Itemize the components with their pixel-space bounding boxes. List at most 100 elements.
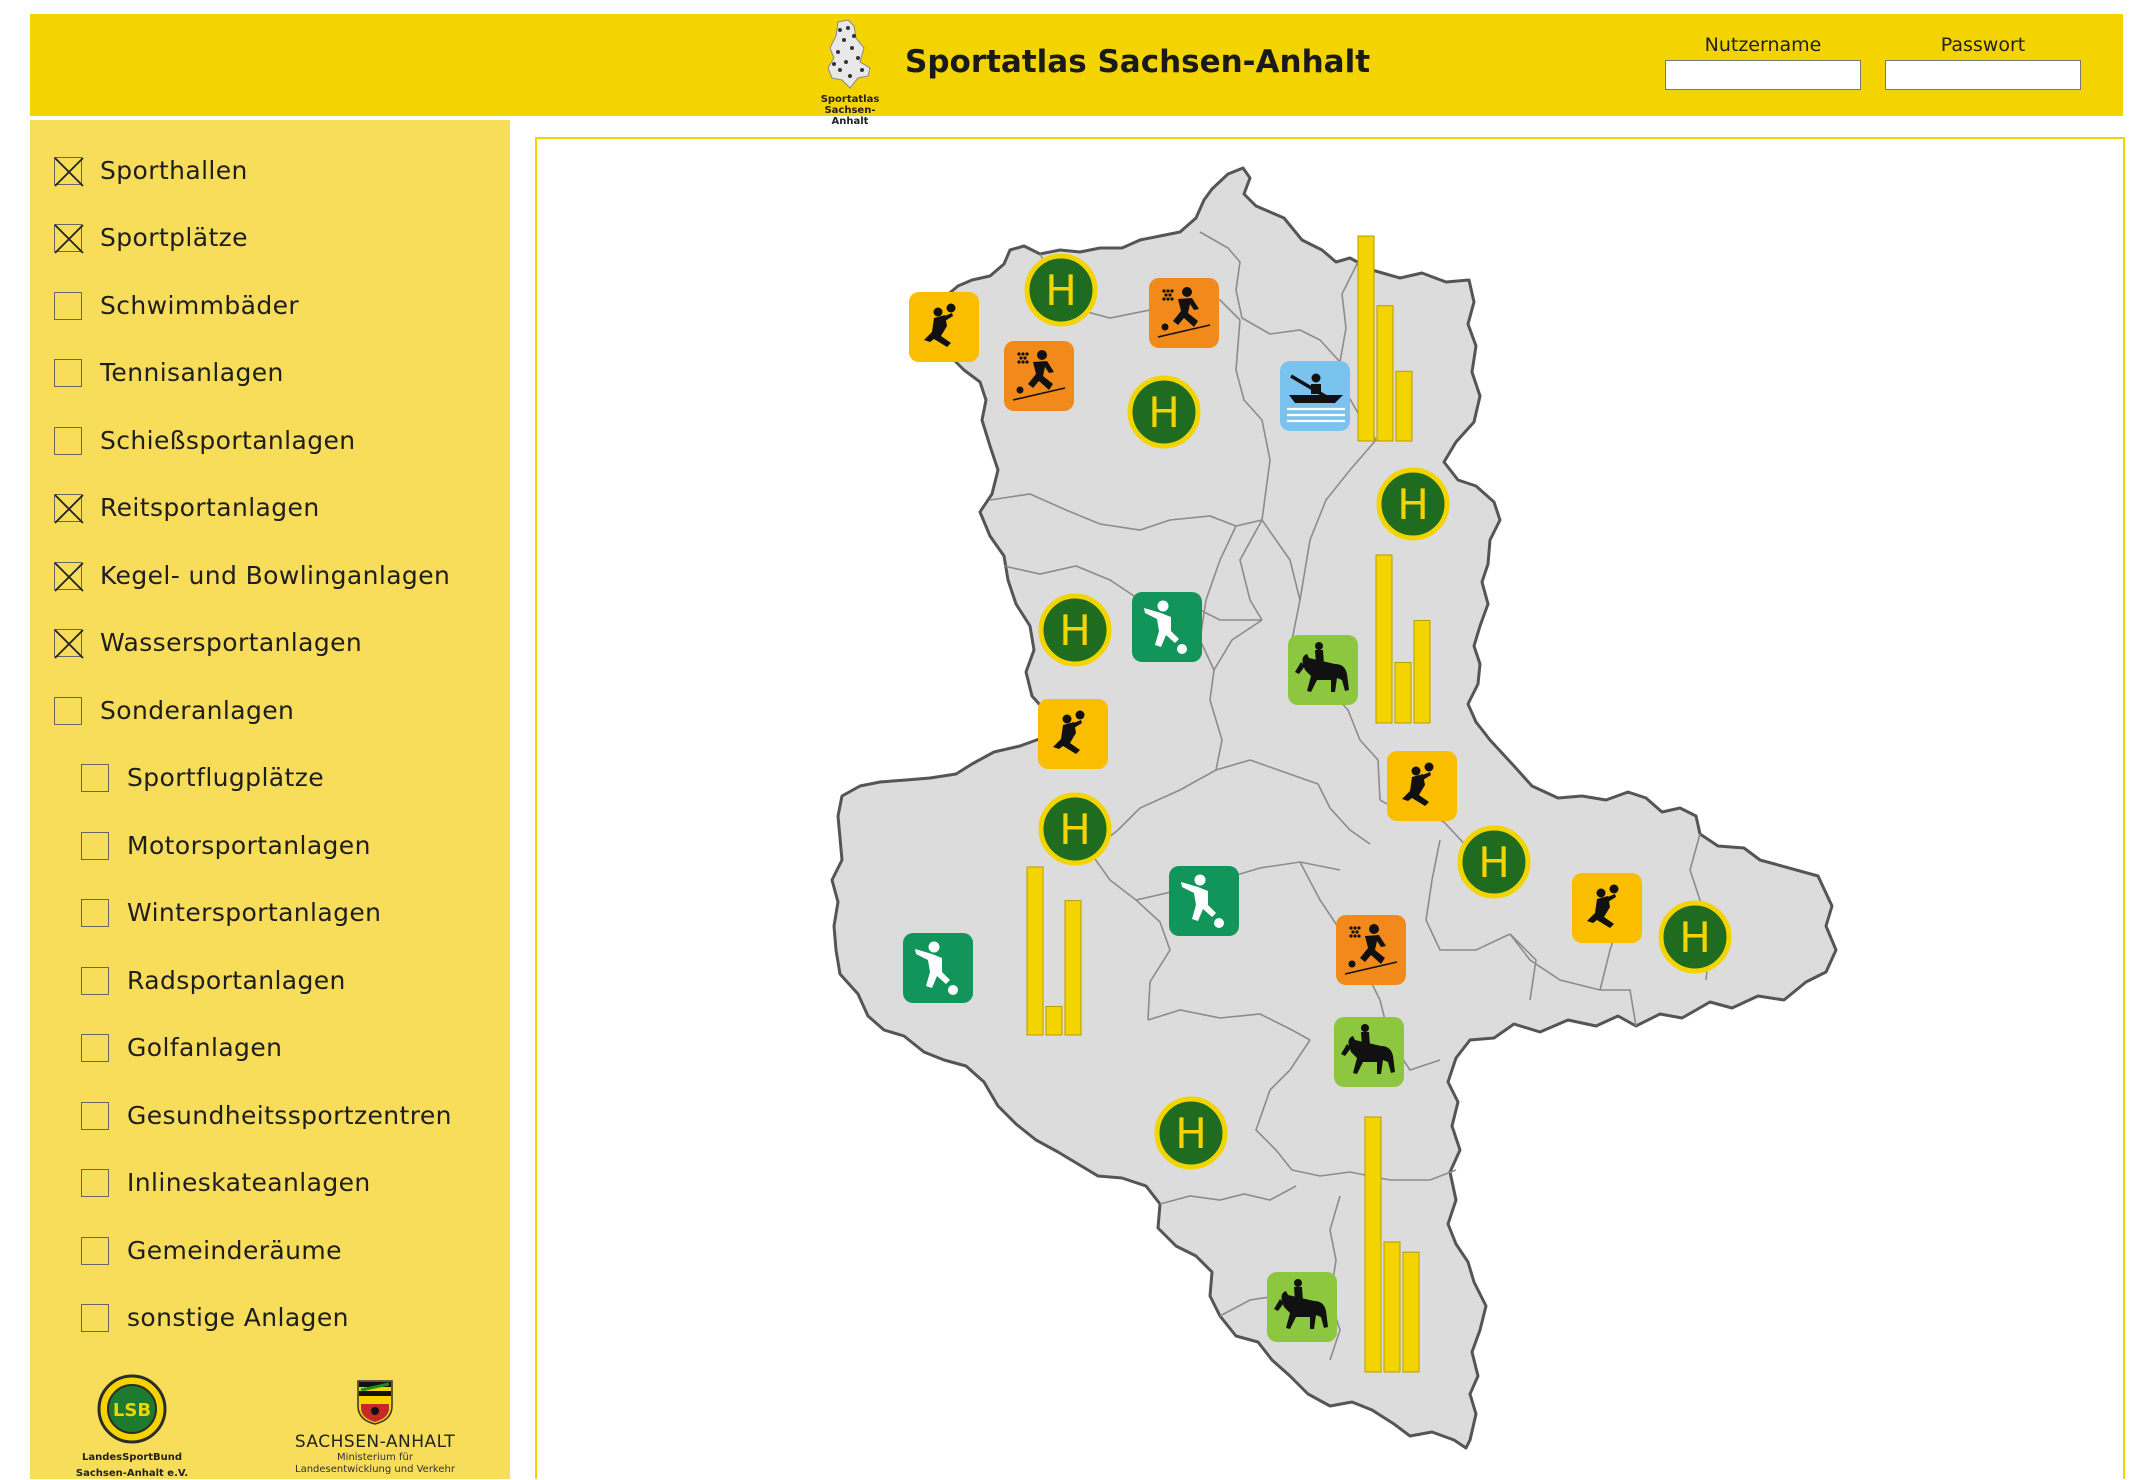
checkbox[interactable] — [81, 1168, 109, 1197]
subcategory-label: Radsportanlagen — [127, 966, 346, 995]
lsb-name-line1: LandesSportBund — [81, 1452, 183, 1463]
subcategory-wintersportanlagen[interactable]: Wintersportanlagen — [81, 898, 381, 927]
category-sportplaetze[interactable]: Sportplätze — [54, 223, 248, 254]
category-label: Sporthallen — [100, 156, 248, 185]
bowling-icon[interactable] — [1149, 278, 1219, 348]
soccer-icon[interactable] — [1132, 592, 1202, 662]
checkbox[interactable] — [81, 898, 109, 927]
bowling-icon[interactable] — [1336, 915, 1406, 985]
sporthalle-marker[interactable]: H — [1376, 467, 1450, 541]
category-tennisanlagen[interactable]: Tennisanlagen — [54, 358, 284, 387]
subcategory-golfanlagen[interactable]: Golfanlagen — [81, 1033, 282, 1062]
bar[interactable] — [1394, 662, 1412, 724]
checkbox[interactable] — [81, 966, 109, 995]
handball-icon[interactable] — [1387, 751, 1457, 821]
kayak-icon[interactable] — [1280, 361, 1350, 431]
category-schwimmbaeder[interactable]: Schwimmbäder — [54, 291, 299, 320]
category-reitsportanlagen[interactable]: Reitsportanlagen — [54, 493, 320, 524]
username-label: Nutzername — [1704, 34, 1822, 56]
subcategory-gesundheitssportzentren[interactable]: Gesundheitssportzentren — [81, 1101, 452, 1130]
handball-icon[interactable] — [909, 292, 979, 362]
bar[interactable] — [1026, 866, 1044, 1036]
subcategory-sonstige-anlagen[interactable]: sonstige Anlagen — [81, 1303, 349, 1332]
sachsen-anhalt-map[interactable]: H H H H H H H H — [535, 137, 2125, 1479]
checkbox[interactable] — [54, 223, 84, 254]
subcategory-motorsportanlagen[interactable]: Motorsportanlagen — [81, 831, 371, 860]
sportatlas-logo-icon — [827, 19, 871, 89]
checkbox[interactable] — [54, 561, 84, 592]
sporthalle-marker[interactable]: H — [1038, 792, 1112, 866]
checkmark-x-icon — [54, 628, 84, 659]
checkbox[interactable] — [54, 358, 82, 387]
subcategory-sportflugplaetze[interactable]: Sportflugplätze — [81, 763, 324, 792]
password-input[interactable] — [1885, 60, 2081, 90]
sporthalle-marker[interactable]: H — [1024, 253, 1098, 327]
bar[interactable] — [1064, 900, 1082, 1036]
checkbox[interactable] — [81, 763, 109, 792]
handball-icon[interactable] — [1572, 873, 1642, 943]
bar-group[interactable] — [1026, 866, 1082, 1036]
bar[interactable] — [1375, 554, 1393, 724]
bar[interactable] — [1364, 1116, 1382, 1373]
bar-group[interactable] — [1375, 554, 1431, 724]
checkbox[interactable] — [54, 696, 82, 725]
bowling-icon[interactable] — [1004, 341, 1074, 411]
checkbox[interactable] — [54, 156, 84, 187]
subcategory-inlineskateanlagen[interactable]: Inlineskateanlagen — [81, 1168, 371, 1197]
category-kegel-bowlinganlagen[interactable]: Kegel- und Bowlinganlagen — [54, 561, 451, 592]
checkbox[interactable] — [81, 1303, 109, 1332]
checkbox[interactable] — [54, 628, 84, 659]
subcategory-label: Gesundheitssportzentren — [127, 1101, 452, 1130]
category-label: Kegel- und Bowlinganlagen — [100, 561, 451, 590]
checkbox[interactable] — [81, 831, 109, 860]
marker-letter: H — [1397, 480, 1429, 529]
sporthalle-marker[interactable]: H — [1038, 593, 1112, 667]
ministry-line2: Landesentwicklung und Verkehr — [295, 1464, 455, 1475]
subcategory-label: sonstige Anlagen — [127, 1303, 349, 1332]
checkbox[interactable] — [54, 291, 82, 320]
subcategory-label: Sportflugplätze — [127, 763, 325, 792]
horse-riding-icon[interactable] — [1334, 1017, 1404, 1087]
bar-group[interactable] — [1364, 1116, 1420, 1373]
soccer-icon[interactable] — [903, 933, 973, 1003]
subcategory-radsportanlagen[interactable]: Radsportanlagen — [81, 966, 346, 995]
username-input[interactable] — [1665, 60, 1861, 90]
sporthalle-marker[interactable]: H — [1154, 1096, 1228, 1170]
sporthalle-marker[interactable]: H — [1457, 825, 1531, 899]
lsb-name-line2: Sachsen-Anhalt e.V. — [75, 1468, 189, 1479]
category-wassersportanlagen[interactable]: Wassersportanlagen — [54, 628, 362, 659]
subcategory-label: Gemeinderäume — [127, 1236, 342, 1265]
bar[interactable] — [1357, 235, 1375, 442]
sporthalle-marker[interactable]: H — [1658, 900, 1732, 974]
category-schiesssportanlagen[interactable]: Schießsportanlagen — [54, 426, 356, 455]
sporthalle-marker[interactable]: H — [1127, 375, 1201, 449]
soccer-icon[interactable] — [1169, 866, 1239, 936]
horse-riding-icon[interactable] — [1267, 1272, 1337, 1342]
marker-letter: H — [1478, 838, 1510, 887]
checkbox[interactable] — [54, 493, 84, 524]
checkbox[interactable] — [54, 426, 82, 455]
bar[interactable] — [1383, 1241, 1401, 1373]
horse-riding-icon[interactable] — [1288, 635, 1358, 705]
bar[interactable] — [1376, 305, 1394, 442]
hall-markers-layer: H H H H H H H H — [1024, 253, 1732, 1170]
bar[interactable] — [1402, 1251, 1420, 1373]
category-sonderanlagen[interactable]: Sonderanlagen — [54, 696, 294, 725]
bar-group[interactable] — [1357, 235, 1413, 442]
checkbox[interactable] — [81, 1236, 109, 1265]
category-label: Sonderanlagen — [100, 696, 295, 725]
bar[interactable] — [1395, 370, 1413, 442]
sportatlas-logo: Sportatlas Sachsen-Anhalt — [810, 18, 890, 127]
logo-text-line1: Sportatlas — [820, 94, 880, 105]
checkbox[interactable] — [81, 1101, 109, 1130]
marker-letter: H — [1148, 388, 1180, 437]
checkbox[interactable] — [81, 1033, 109, 1062]
bar[interactable] — [1413, 620, 1431, 724]
password-label: Passwort — [1940, 34, 2026, 56]
marker-circle — [1457, 825, 1531, 899]
bar[interactable] — [1045, 1005, 1063, 1036]
subcategory-gemeinderaeume[interactable]: Gemeinderäume — [81, 1236, 342, 1265]
handball-icon[interactable] — [1038, 699, 1108, 769]
category-sporthallen[interactable]: Sporthallen — [54, 156, 248, 187]
state-outline — [830, 166, 1838, 1450]
